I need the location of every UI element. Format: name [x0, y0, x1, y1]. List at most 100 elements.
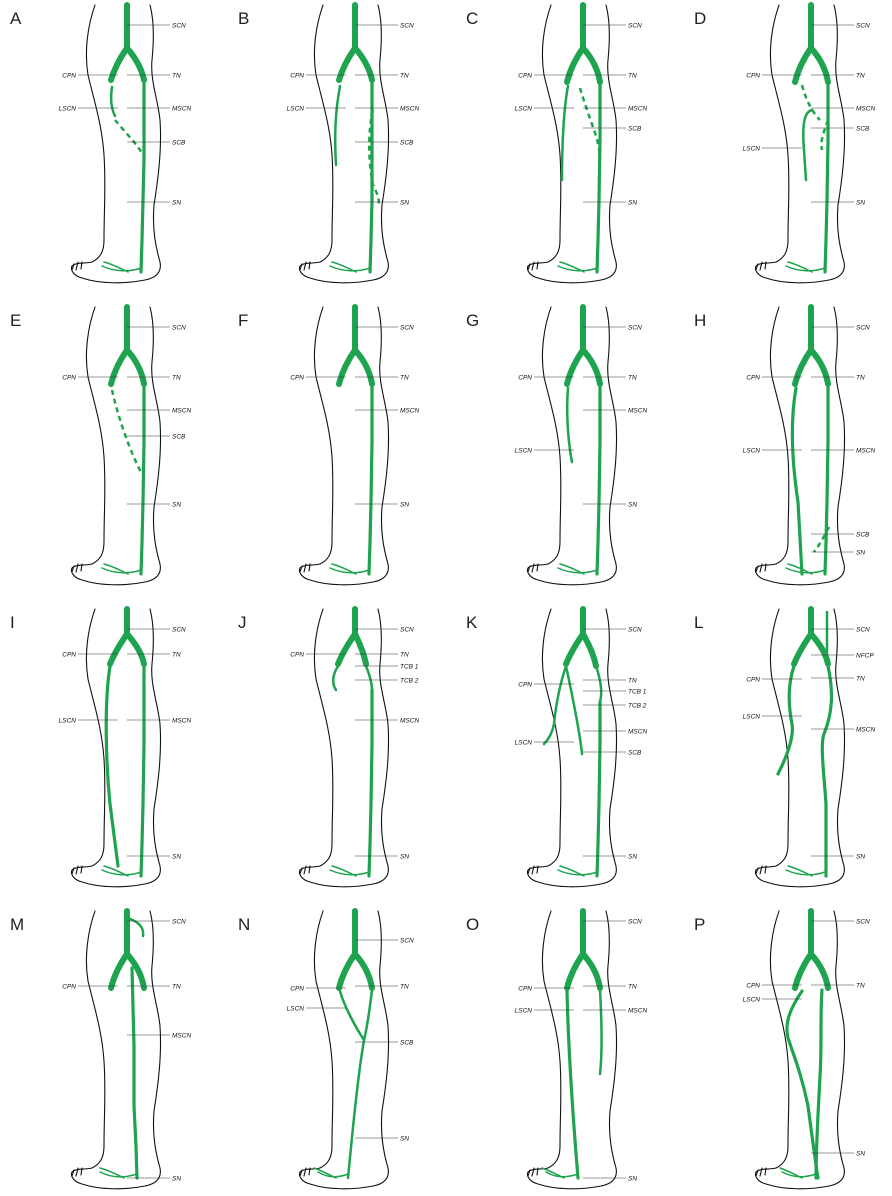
nerve-label: CPN [62, 72, 76, 79]
nerve-label: SN [856, 853, 865, 860]
leg-outline [86, 5, 104, 262]
nerve-label: CPN [518, 72, 532, 79]
nerve-label: CPN [62, 374, 76, 381]
leg-outline [71, 507, 160, 585]
nerve-path [811, 954, 828, 988]
nerve-label: SCN [628, 918, 642, 925]
nerve-label: LSCN [515, 1007, 533, 1014]
nerve-label: MSCN [856, 105, 875, 112]
leg-outline [299, 205, 388, 283]
nerve-label: TN [172, 983, 181, 990]
nerve-label: CPN [518, 374, 532, 381]
panel-letter: E [10, 311, 21, 330]
nerve-path [600, 990, 602, 1074]
nerve-label: LSCN [743, 145, 761, 152]
nerve-label: MSCN [628, 105, 647, 112]
panel-k: KSCNCPNTNTCB 1TCB 2LSCNMSCNSCBSN [466, 609, 647, 887]
nerve-path [596, 666, 601, 702]
nerve-label: MSCN [628, 728, 647, 735]
nerve-label: MSCN [400, 717, 419, 724]
panel-letter: A [10, 9, 22, 28]
nerve-label: TN [172, 72, 181, 79]
nerve-path [338, 634, 355, 664]
nerve-label: SN [400, 853, 409, 860]
nerve-path [567, 48, 583, 82]
nerve-path [355, 350, 372, 384]
nerve-path [583, 48, 600, 82]
nerve-label: TN [400, 651, 409, 658]
nerve-path [803, 110, 812, 180]
nerve-label: SCN [856, 626, 870, 633]
nerve-label: TN [628, 374, 637, 381]
nerve-label: SCN [400, 626, 414, 633]
leg-outline [834, 609, 845, 809]
nerve-path [597, 84, 600, 272]
nerve-label: SN [400, 501, 409, 508]
nerve-label: LSCN [743, 996, 761, 1003]
nerve-path [795, 350, 811, 384]
leg-outline [542, 307, 560, 564]
nerve-label: TN [856, 982, 865, 989]
nerve-label: SN [172, 501, 181, 508]
nerve-label: CPN [746, 72, 760, 79]
nerve-label: MSCN [172, 1032, 191, 1039]
leg-outline [299, 507, 388, 585]
leg-outline [150, 307, 161, 507]
nerve-path [566, 666, 582, 754]
nerve-path [567, 350, 583, 384]
nerve-path [355, 954, 372, 988]
nerve-label: SCB [628, 125, 642, 132]
nerve-label: SCB [400, 139, 414, 146]
nerve-label: SN [628, 501, 637, 508]
nerve-path [566, 634, 583, 664]
nerve-label: MSCN [400, 407, 419, 414]
nerve-label: CPN [62, 651, 76, 658]
nerve-label: LSCN [59, 717, 77, 724]
nerve-path [141, 386, 144, 574]
nerve-label: TN [856, 374, 865, 381]
leg-outline [770, 911, 788, 1168]
leg-outline [542, 609, 560, 866]
nerve-label: MSCN [628, 1007, 647, 1014]
leg-outline [606, 609, 617, 809]
nerve-path [794, 634, 811, 664]
nerve-path [597, 386, 600, 574]
leg-outline [606, 307, 617, 507]
nerve-label: CPN [62, 983, 76, 990]
leg-outline [834, 307, 845, 507]
nerve-path [567, 954, 583, 988]
nerve-path [583, 954, 600, 988]
nerve-path [112, 390, 142, 474]
nerve-path [339, 350, 355, 384]
leg-outline [378, 307, 389, 507]
nerve-label: MSCN [856, 447, 875, 454]
nerve-path [340, 991, 364, 1040]
nerve-path [370, 82, 372, 272]
leg-outline [378, 911, 389, 1111]
nerve-label: TN [400, 72, 409, 79]
nerve-label: SN [172, 1175, 181, 1182]
nerve-label: MSCN [628, 407, 647, 414]
nerve-path [567, 990, 578, 1178]
leg-outline [606, 911, 617, 1111]
panel-letter: J [238, 613, 247, 632]
nerve-label: CPN [290, 72, 304, 79]
nerve-label: MSCN [172, 407, 191, 414]
nerve-label: TCB 2 [400, 677, 419, 684]
nerve-label: SN [628, 1175, 637, 1182]
panel-letter: B [238, 9, 249, 28]
nerve-path [127, 350, 144, 384]
panel-letter: G [466, 311, 479, 330]
panel-letter: K [466, 613, 478, 632]
nerve-label: CPN [290, 651, 304, 658]
leg-outline [314, 911, 332, 1168]
nerve-path [825, 386, 828, 574]
nerve-path [369, 386, 372, 574]
nerve-path [110, 634, 127, 664]
nerve-path [314, 1168, 336, 1178]
nerve-path [335, 86, 340, 165]
